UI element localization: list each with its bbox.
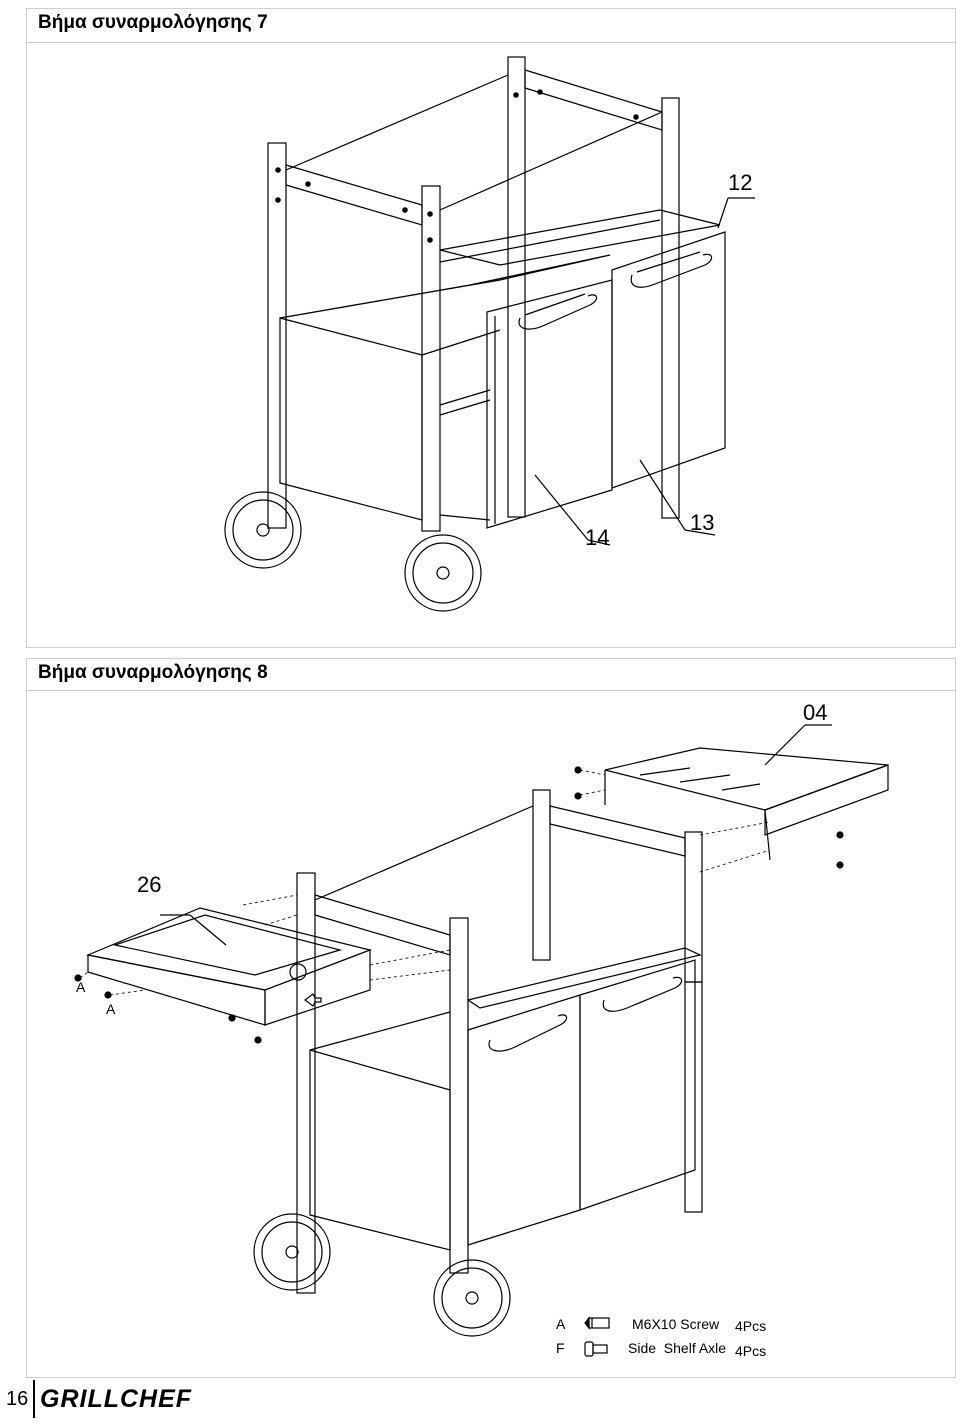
part-letter-a-1: A (76, 979, 86, 995)
step-8-cart-drawing (74, 724, 889, 1357)
legend-code-a: A (556, 1316, 566, 1332)
brand-logo: GRILLCHEF (40, 1385, 193, 1413)
step-8-title: Βήμα συναρμολόγησης 8 (38, 662, 268, 683)
callout-04: 04 (803, 700, 828, 725)
callout-26: 26 (137, 872, 162, 897)
callout-12: 12 (728, 170, 753, 195)
legend-qty-f: 4Pcs (735, 1343, 767, 1359)
legend-code-f: F (556, 1340, 565, 1356)
part-letter-a-2: A (106, 1001, 116, 1017)
page-number: 16 (6, 1388, 29, 1410)
callout-13: 13 (690, 510, 715, 535)
legend-qty-a: 4Pcs (735, 1318, 767, 1334)
footer-divider (33, 1380, 35, 1418)
step-7-panel (26, 8, 956, 648)
step-8-panel (26, 658, 956, 1378)
legend-name-f: Side Shelf Axle (628, 1340, 727, 1356)
legend-name-a: M6X10 Screw (632, 1316, 720, 1332)
step-8-title-rule (26, 690, 956, 691)
step-7-title: Βήμα συναρμολόγησης 7 (38, 12, 268, 33)
callout-14: 14 (585, 525, 610, 550)
step-7-cart-drawing (224, 56, 755, 612)
step-7-title-rule (26, 42, 956, 43)
